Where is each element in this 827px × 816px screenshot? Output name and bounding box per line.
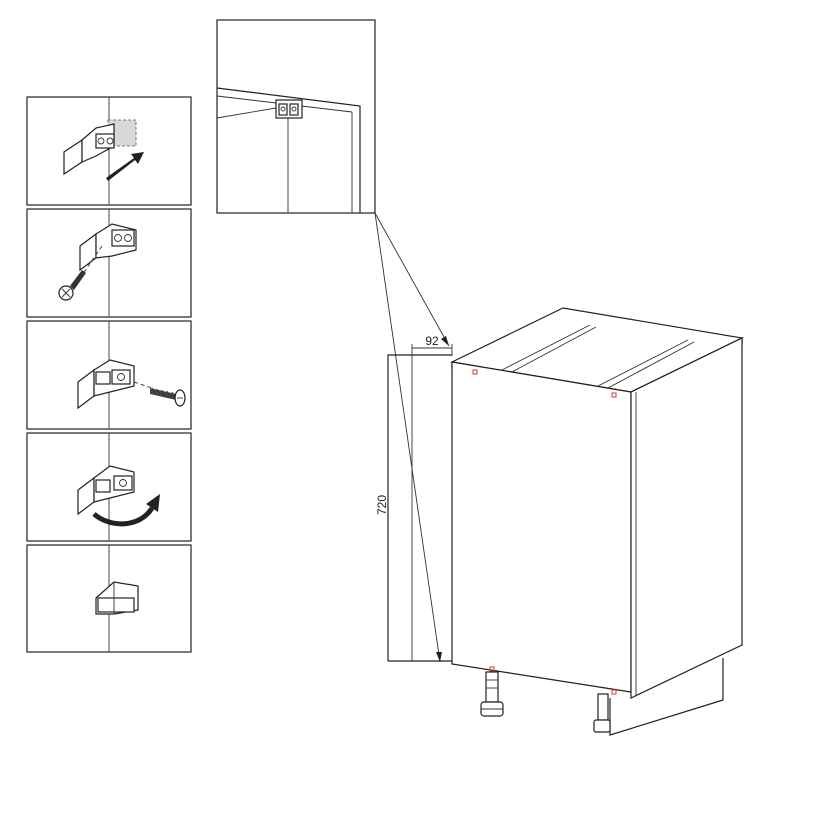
cabinet-drawing: 92 720 [375,307,744,736]
step-panel-2 [26,208,192,318]
hinge-clip-insert-icon [63,119,144,181]
dimension-height: 720 [375,495,389,515]
hinge-rotate-icon [77,465,160,527]
hinge-markers [472,369,617,695]
plinth [609,658,724,736]
leader-lines [374,212,450,663]
hinge-cap-icon [95,581,139,615]
dimension-width: 92 [411,334,453,356]
cabinet-leg-front [480,671,504,717]
dimension-width-label: 92 [425,334,439,348]
hinge-bolt-icon [77,359,186,410]
step-panel-3 [26,320,192,430]
hinge-detail-icon [275,99,303,119]
cabinet-door-panel [451,361,632,693]
step-panel-4 [26,432,192,542]
dimension-height-label: 720 [375,495,389,515]
detail-inset [216,19,376,214]
step-panels [26,96,192,653]
side-panel [387,354,452,662]
hinge-screw-icon [58,223,137,301]
cabinet-right-side [630,337,743,699]
step-panel-1 [26,96,192,206]
step-panel-5 [26,544,192,653]
cabinet-leg-back [593,693,611,733]
